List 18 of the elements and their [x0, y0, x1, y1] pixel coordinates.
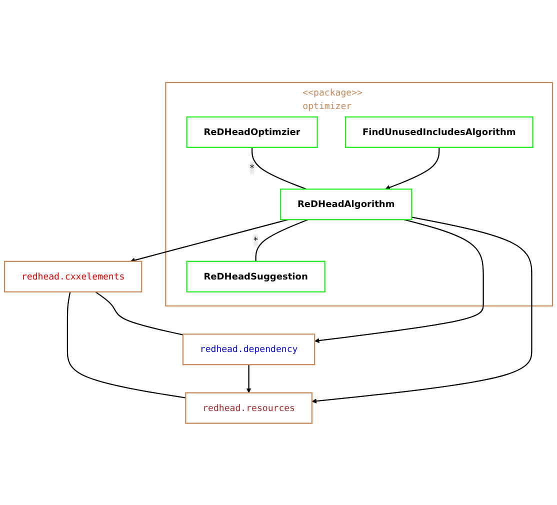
- node-box: redhead.dependency: [182, 333, 316, 365]
- node-box: FindUnusedIncludesAlgorithm: [344, 116, 534, 148]
- connector: [251, 147, 307, 190]
- node-box: redhead.cxxelements: [4, 260, 142, 292]
- arrow: [246, 364, 252, 393]
- edge-label: *: [254, 234, 258, 246]
- node-box: ReDHeadOptimzier: [186, 116, 318, 148]
- node-box: redhead.resources: [185, 392, 312, 424]
- arrow: [385, 147, 440, 190]
- connector: [66, 291, 186, 398]
- edge-label: *: [250, 162, 254, 173]
- node-box: ReDHeadSuggestion: [186, 260, 326, 292]
- connector: [94, 290, 184, 335]
- arrow: [130, 218, 288, 262]
- arrow: [312, 216, 532, 404]
- arrow: [314, 218, 484, 343]
- connector: [255, 218, 308, 261]
- node-box: ReDHeadAlgorithm: [280, 188, 412, 220]
